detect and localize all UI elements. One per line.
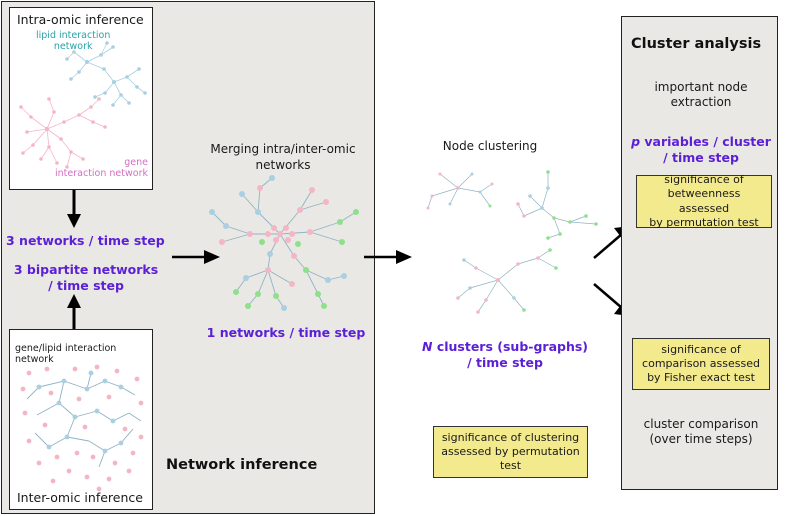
lipid-network-graph bbox=[65, 41, 147, 107]
cluster-analysis-panel bbox=[621, 16, 778, 490]
merge-to-cluster-arrow bbox=[364, 250, 412, 264]
intra-omic-title: Intra-omic inference bbox=[17, 12, 144, 27]
gene-network-label: gene interaction network bbox=[55, 157, 148, 180]
cluster-comparison: cluster comparison (over time steps) bbox=[643, 417, 759, 446]
cluster-analysis-title: Cluster analysis bbox=[631, 36, 762, 52]
node-clustering-title: Node clustering bbox=[442, 139, 538, 153]
inter-omic-title: Inter-omic inference bbox=[17, 490, 143, 505]
cluster-graphs bbox=[426, 170, 598, 314]
gene-lipid-network-label: gene/lipid interaction network bbox=[15, 343, 117, 366]
clustering-significance-box: significance of clustering assessed by p… bbox=[433, 426, 588, 478]
betweenness-significance-box: significance of betweenness assessed by … bbox=[636, 173, 772, 229]
clusters-variable: N bbox=[422, 339, 433, 354]
merged-network-graph bbox=[209, 175, 359, 311]
network-inference-title: Network inference bbox=[166, 457, 318, 473]
networks-per-step: 3 networks / time step bbox=[6, 233, 165, 248]
merged-networks-per-step: 1 networks / time step bbox=[206, 325, 366, 340]
variables-p: p bbox=[631, 134, 641, 149]
important-node-extraction: important node extraction bbox=[654, 80, 748, 109]
inter-up-arrow bbox=[67, 294, 81, 332]
clusters-per-step: N clusters (sub-graphs) / time step bbox=[410, 339, 600, 370]
intra-omic-box bbox=[9, 7, 153, 190]
gene-lipid-network-graph bbox=[20, 364, 144, 492]
clusters-per-step-text: clusters (sub-graphs) / time step bbox=[436, 339, 588, 370]
variables-per-cluster-text: variables / cluster / time step bbox=[644, 134, 771, 165]
gene-network-graph bbox=[19, 97, 107, 169]
intra-down-arrow bbox=[67, 190, 81, 228]
variables-per-cluster: p variables / cluster / time step bbox=[626, 134, 776, 165]
comparison-significance-box: significance of comparison assessed by F… bbox=[632, 338, 770, 390]
lipid-network-label: lipid interaction network bbox=[36, 30, 111, 53]
inter-omic-box bbox=[9, 329, 153, 510]
merging-title: Merging intra/inter-omic networks bbox=[210, 142, 356, 173]
left-to-merge-arrow bbox=[172, 250, 220, 264]
bipartite-networks-per-step: 3 bipartite networks / time step bbox=[13, 262, 159, 293]
